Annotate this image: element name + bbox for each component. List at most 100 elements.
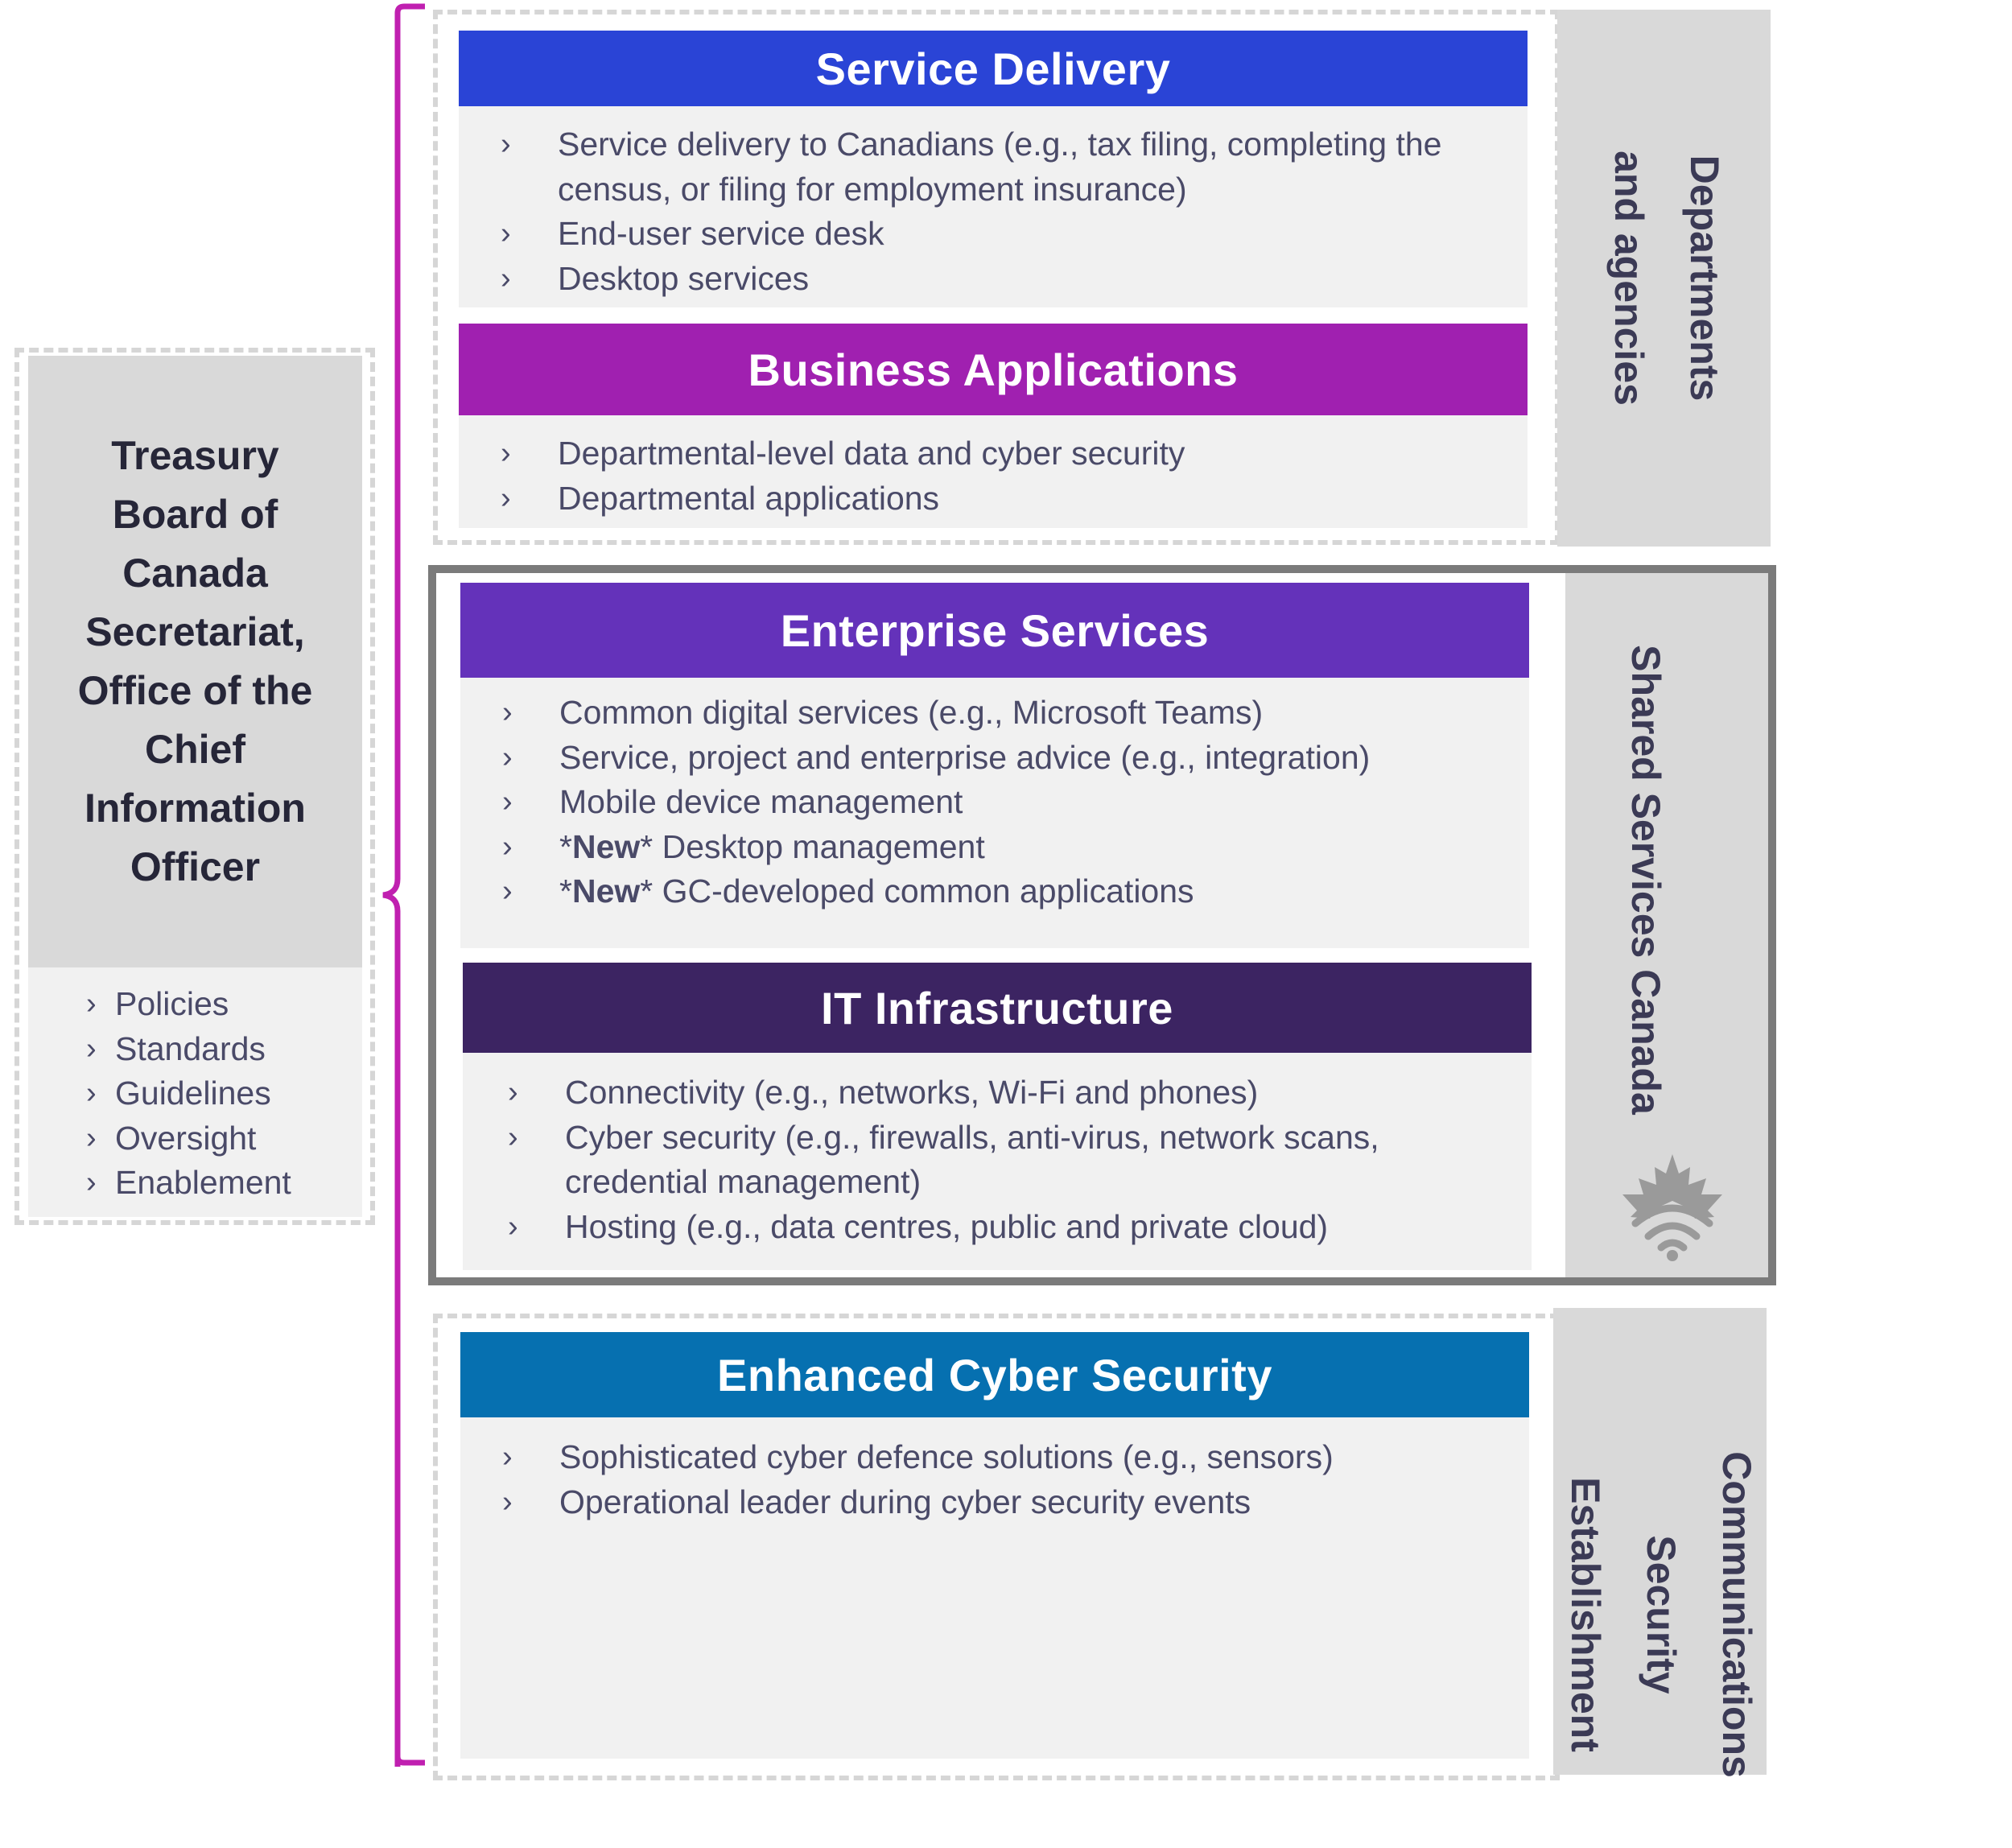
chevron-right-icon: › <box>501 217 511 250</box>
group-label-line: Departments <box>1682 155 1727 402</box>
enterprise-services-title: Enterprise Services <box>780 604 1210 656</box>
tbs-title-line: Secretariat, <box>85 609 305 654</box>
tbs-list-item: ›Standards <box>76 1027 291 1072</box>
chevron-right-icon: › <box>86 1120 97 1155</box>
business-applications-title: Business Applications <box>748 344 1239 395</box>
list-item: › Mobile device management <box>460 780 1458 825</box>
tbs-title-line: Information <box>85 786 306 831</box>
group-label-line: and agencies <box>1606 151 1651 406</box>
chevron-right-icon: › <box>86 1165 97 1199</box>
business-applications-body: › Departmental-level data and cyber secur… <box>459 415 1528 528</box>
list-item-text: Departmental applications <box>558 479 940 517</box>
service-delivery-list: › Service delivery to Canadians (e.g., ta… <box>459 122 1457 301</box>
tbs-title-line: Chief <box>145 727 245 772</box>
group-label-line: Security <box>1639 1535 1684 1694</box>
list-item-text: Connectivity (e.g., networks, Wi-Fi and … <box>565 1074 1259 1111</box>
list-item-text: Cyber security (e.g., firewalls, anti-vi… <box>565 1118 1379 1201</box>
enhanced-cyber-security-header: Enhanced Cyber Security <box>460 1332 1529 1417</box>
tbs-title-line: Canada <box>122 551 268 596</box>
enterprise-services-list: › Common digital services (e.g., Microsof… <box>460 691 1458 914</box>
cse-label: Communications Security Establishment <box>1541 1381 1775 1848</box>
enhanced-cyber-security-list: › Sophisticated cyber defence solutions (… <box>460 1435 1458 1524</box>
ssc-panel: Shared Services Canada <box>1565 573 1768 1277</box>
chevron-right-icon: › <box>86 1076 97 1110</box>
list-item-text: Hosting (e.g., data centres, public and … <box>565 1207 1329 1245</box>
list-item: › Common digital services (e.g., Microsof… <box>460 691 1458 736</box>
list-item-text: Common digital services (e.g., Microsoft… <box>559 694 1264 731</box>
tbs-dashed-frame <box>14 348 375 1225</box>
list-item-text: Service delivery to Canadians (e.g., tax… <box>558 126 1442 208</box>
list-item: › *New* GC-developed common applications <box>460 869 1458 914</box>
list-item: ›*New* Desktop management <box>460 825 1458 870</box>
enterprise-services-header: Enterprise Services <box>460 583 1529 678</box>
tbs-list-item-text: Enablement <box>115 1164 291 1201</box>
list-item: › Operational leader during cyber securit… <box>460 1480 1458 1525</box>
service-delivery-header: Service Delivery <box>459 31 1528 106</box>
departments-panel: Departments and agencies <box>1557 10 1771 547</box>
chevron-right-icon: › <box>508 1075 518 1109</box>
new-tag: New <box>571 827 641 865</box>
list-item-text: Mobile device management <box>559 783 963 820</box>
chevron-right-icon: › <box>502 874 513 908</box>
departments-label: Departments and agencies <box>1585 10 1742 546</box>
group-label-line: Establishment <box>1563 1477 1608 1752</box>
list-item-text: End-user service desk <box>558 215 884 252</box>
chevron-right-icon: › <box>502 785 513 819</box>
it-infrastructure-body: › Connectivity (e.g., networks, Wi-Fi and… <box>463 1053 1532 1270</box>
tbs-list-panel: ›Policies›Standards›Guidelines›Oversight… <box>28 967 362 1217</box>
chevron-right-icon: › <box>502 1484 513 1519</box>
list-item-text: Sophisticated cyber defence solutions (e… <box>559 1438 1334 1475</box>
chevron-right-icon: › <box>508 1120 518 1154</box>
chevron-right-icon: › <box>86 1031 97 1066</box>
tbs-title-line: Office of the <box>77 668 313 713</box>
list-item: ›Service, project and enterprise advice … <box>460 736 1458 781</box>
tbs-list-item-text: Policies <box>115 985 229 1022</box>
new-tag: New <box>571 872 641 910</box>
enhanced-cyber-security-body: › Sophisticated cyber defence solutions (… <box>460 1417 1529 1759</box>
chevron-right-icon: › <box>502 695 513 729</box>
tbs-list-item-text: Guidelines <box>115 1075 271 1112</box>
tbs-title-line: Treasury <box>111 433 279 478</box>
list-item: › Service delivery to Canadians (e.g., ta… <box>459 122 1457 212</box>
chevron-right-icon: › <box>502 1440 513 1474</box>
tbs-list-item: › Enablement <box>76 1161 291 1206</box>
chevron-right-icon: › <box>502 829 513 864</box>
list-item: › Connectivity (e.g., networks, Wi-Fi and… <box>466 1070 1472 1116</box>
enterprise-services-body: › Common digital services (e.g., Microsof… <box>460 678 1529 948</box>
tbs-list-item: › Guidelines <box>76 1071 291 1116</box>
list-item-text: Departmental-level data and cyber securi… <box>558 435 1185 472</box>
service-delivery-body: › Service delivery to Canadians (e.g., ta… <box>459 106 1528 307</box>
group-label-line: Communications <box>1714 1451 1759 1778</box>
list-item: › End-user service desk <box>459 212 1457 257</box>
cse-panel: Communications Security Establishment <box>1553 1308 1767 1778</box>
list-item: › Hosting (e.g., data centres, public and… <box>466 1205 1472 1250</box>
tbs-list-item-text: Oversight <box>115 1119 257 1157</box>
it-infrastructure-header: IT Infrastructure <box>463 963 1532 1053</box>
chevron-right-icon: › <box>86 987 97 1021</box>
list-item: ›Departmental applications <box>459 476 1457 522</box>
ssc-label: Shared Services Canada <box>1623 645 1668 1115</box>
list-item: › Cyber security (e.g., firewalls, anti-v… <box>466 1116 1472 1205</box>
tbs-title-line: Officer <box>130 844 261 889</box>
it-infrastructure-list: › Connectivity (e.g., networks, Wi-Fi and… <box>466 1070 1472 1249</box>
service-delivery-title: Service Delivery <box>815 43 1171 94</box>
list-item-text: Operational leader during cyber security… <box>559 1483 1251 1520</box>
chevron-right-icon: › <box>501 261 511 295</box>
list-item-text: Desktop services <box>558 259 810 297</box>
list-item-text: Service, project and enterprise advice (… <box>559 738 1371 776</box>
scope-bracket-bottom <box>394 1747 425 1766</box>
business-applications-header: Business Applications <box>459 324 1528 415</box>
chevron-right-icon: › <box>501 127 511 161</box>
maple-leaf-wifi-icon <box>1622 1154 1722 1261</box>
ssc-frame <box>428 565 1776 1285</box>
tbs-list-item: › Oversight <box>76 1116 291 1161</box>
scope-bracket-path <box>382 3 425 1767</box>
chevron-right-icon: › <box>501 436 511 470</box>
tbs-list: ›Policies›Standards›Guidelines›Oversight… <box>76 982 291 1206</box>
tbs-list-item: › Policies <box>76 982 291 1027</box>
list-item: › Desktop services <box>459 257 1457 302</box>
list-item-text: *New* GC-developed common applications <box>559 872 1194 910</box>
chevron-right-icon: › <box>508 1209 518 1244</box>
